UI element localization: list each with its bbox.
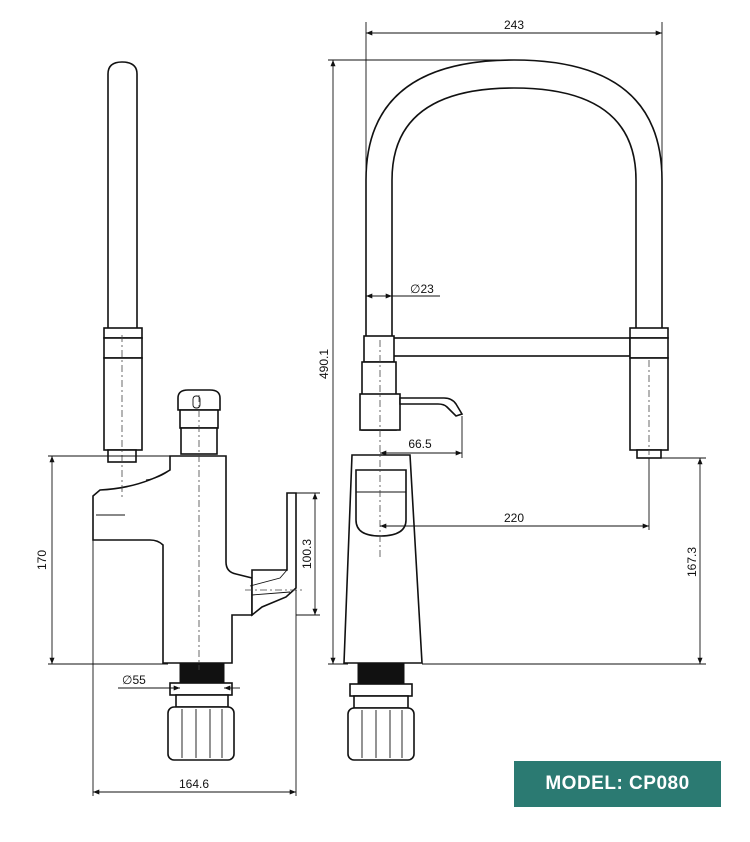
dim-spout-reach: 220	[504, 511, 524, 525]
model-badge: MODEL: CP080	[514, 761, 721, 807]
dim-base-diameter: ∅55	[122, 673, 146, 687]
dim-outlet-height: 167.3	[685, 547, 699, 577]
dim-width-top: 243	[504, 18, 524, 32]
dim-body-height-side: 170	[35, 550, 49, 570]
side-view-dimensions: 170 100.3 ∅55 164.6	[35, 455, 320, 796]
model-label: MODEL: CP080	[545, 773, 690, 794]
side-view	[92, 61, 305, 761]
dim-spray-reach-side: 66.5	[408, 437, 432, 451]
dim-base-width: 164.6	[179, 777, 209, 791]
dim-hose-diameter: ∅23	[410, 282, 434, 296]
front-view-dimensions: 243 490.1 ∅23 66.5 220 167.3	[317, 18, 706, 665]
front-view	[343, 59, 669, 761]
dim-height-total: 490.1	[317, 349, 331, 379]
dim-lever-height: 100.3	[300, 539, 314, 569]
